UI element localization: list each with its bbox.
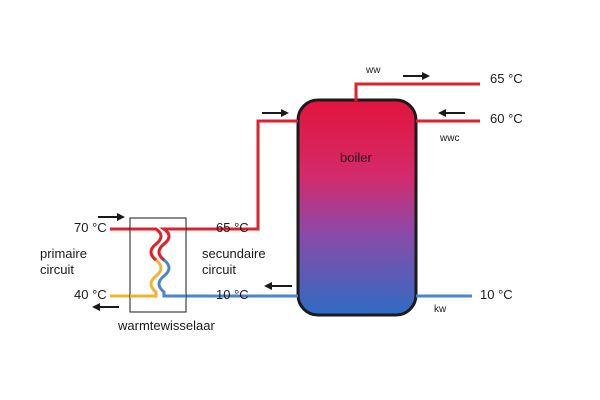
boiler-label: boiler [340,150,372,165]
wwc-label: wwc [439,133,459,144]
ww-outlet-pipe [354,82,480,101]
temp-primary-out: 40 °C [74,287,107,302]
primary-coil [130,227,163,298]
primary-circuit-label-line2: circuit [40,262,74,277]
ww-flow-arrow [403,72,430,80]
secondary-hot-pipe [186,119,298,231]
kw-label: kw [434,304,447,315]
temp-ww-out: 65 °C [490,71,523,86]
temp-secondary-cold: 10 °C [216,287,249,302]
primary-inlet-flow-arrow [98,213,125,221]
temp-primary-in: 70 °C [74,220,107,235]
primary-return-flow-arrow [92,303,119,311]
wwc-flow-arrow [438,109,465,117]
secondary-circuit-label-line2: circuit [202,262,236,277]
primary-circuit-label-line1: primaire [40,246,87,261]
ww-label: ww [365,65,381,76]
temp-wwc-in: 60 °C [490,111,523,126]
secondary-hot-flow-arrow [262,109,289,117]
secondary-circuit-label-line1: secundaire [202,246,266,261]
temp-secondary-hot: 65 °C [216,220,249,235]
secondary-coil [157,227,186,298]
secondary-cold-flow-arrow [264,282,292,290]
heat-exchanger-label: warmtewisselaar [117,318,215,333]
boiler-tank [296,98,418,317]
secondary-coil-hot [157,227,186,262]
heat-exchanger-box [129,217,187,313]
temp-kw-in: 10 °C [480,287,513,302]
primary-coil-hot [130,227,163,262]
